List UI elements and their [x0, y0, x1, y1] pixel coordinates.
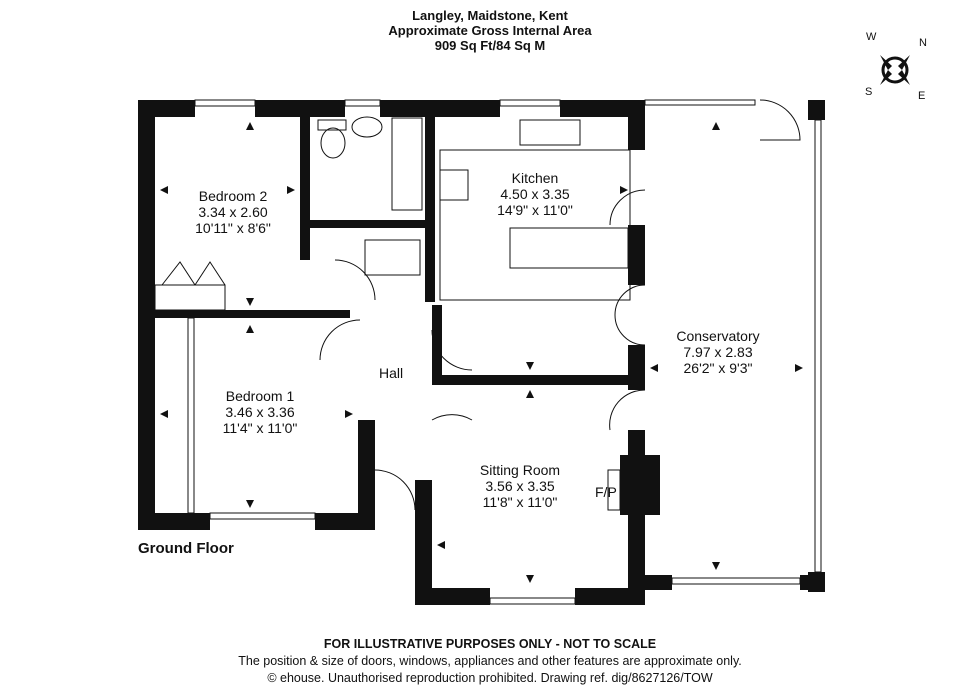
compass-w: W: [866, 31, 877, 43]
copyright-text: © ehouse. Unauthorised reproduction proh…: [267, 671, 713, 685]
compass-s: S: [865, 86, 873, 98]
compass-icon: [880, 55, 910, 85]
disclaimer-heading: FOR ILLUSTRATIVE PURPOSES ONLY - NOT TO …: [323, 637, 657, 651]
compass-e: E: [918, 90, 926, 102]
title-area-label: Approximate Gross Internal Area: [388, 23, 592, 38]
fireplace-label: F/P: [595, 484, 617, 500]
windows-doors: [154, 99, 822, 605]
title-location: Langley, Maidstone, Kent: [412, 8, 568, 23]
dimension-arrows: [160, 122, 803, 583]
title-area-value: 909 Sq Ft/84 Sq M: [434, 38, 546, 53]
disclaimer-text: The position & size of doors, windows, a…: [238, 654, 742, 668]
floor-label: Ground Floor: [138, 540, 234, 557]
compass-n: N: [919, 37, 927, 49]
walls: [138, 100, 825, 605]
room-hall: Hall: [379, 365, 404, 381]
